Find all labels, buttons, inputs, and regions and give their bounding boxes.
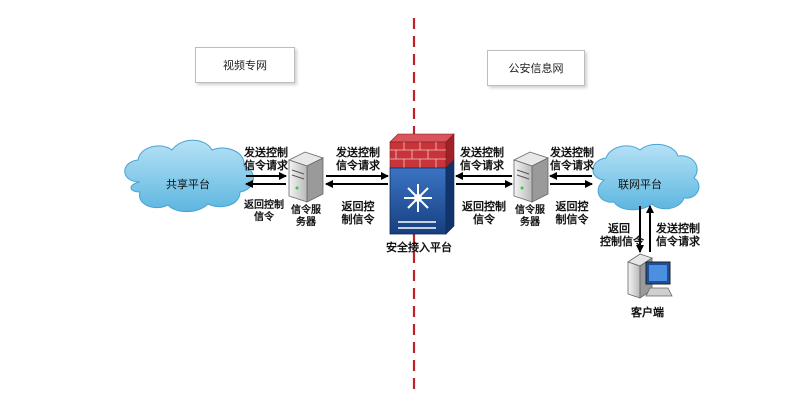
- signal-server-right-icon: [512, 151, 550, 203]
- network-platform-label: 联网平台: [618, 178, 662, 191]
- shared-platform-cloud: [124, 139, 254, 213]
- label-return-signal-1: 返回控制 信令: [244, 200, 284, 223]
- label-return-signal-5: 返回 控制信令: [600, 222, 644, 248]
- zone-label-video-network: 视频专网: [195, 47, 295, 83]
- label-return-signal-2: 返回控 制信令: [341, 200, 375, 226]
- shared-platform-label: 共享平台: [166, 178, 210, 191]
- network-platform-cloud: [592, 143, 700, 211]
- signal-server-left-label: 信令服 务器: [291, 205, 321, 228]
- client-label: 客户端: [631, 306, 664, 319]
- label-return-signal-3: 返回控制 信令: [462, 200, 506, 226]
- label-send-request-4: 发送控制 信令请求: [550, 146, 594, 172]
- label-send-request-1: 发送控制 信令请求: [244, 146, 288, 172]
- label-send-request-5: 发送控制 信令请求: [656, 222, 700, 248]
- label-send-request-2: 发送控制 信令请求: [336, 146, 380, 172]
- signal-server-left-icon: [287, 151, 325, 203]
- label-return-signal-4: 返回控 制信令: [555, 200, 589, 226]
- signal-server-right-label: 信令服 务器: [515, 205, 545, 228]
- security-platform-label: 安全接入平台: [386, 241, 452, 254]
- security-platform-icon: [389, 133, 455, 235]
- client-computer-icon: [627, 253, 673, 299]
- zone-label-public-security-network: 公安信息网: [487, 50, 585, 86]
- label-send-request-3: 发送控制 信令请求: [460, 146, 504, 172]
